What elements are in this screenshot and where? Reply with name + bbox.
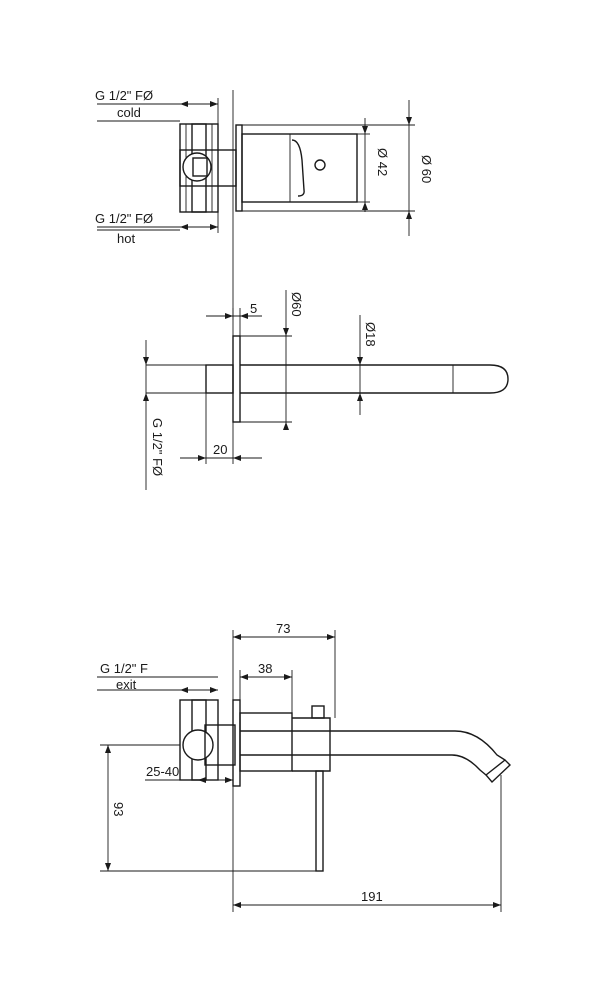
- middle-wall-plate: [232, 335, 241, 423]
- inlet-stub: [205, 364, 234, 394]
- inlet-top-label: G 1/2" FØ: [95, 88, 153, 103]
- lever-pivot: [314, 159, 326, 171]
- cartridge-core: [192, 157, 208, 177]
- spout-bottom: [240, 754, 487, 776]
- wall-plate: [235, 124, 243, 212]
- inlet-bottom-sublabel: hot: [117, 231, 135, 246]
- bottom-mixer: [292, 717, 331, 772]
- height-label: 93: [111, 802, 126, 816]
- body-length-label: 38: [258, 661, 272, 676]
- spout-top: [240, 730, 506, 761]
- body-diameter-label: Ø 42: [375, 148, 390, 176]
- spout-diameter-label: Ø18: [363, 322, 378, 347]
- lever-cap: [311, 705, 325, 719]
- outlet-sublabel: exit: [116, 677, 137, 692]
- bottom-connector: [204, 724, 236, 766]
- mixer-body: [241, 133, 358, 203]
- middle-inlet-label: G 1/2" FØ: [150, 418, 165, 476]
- bottom-wall-plate: [232, 699, 241, 787]
- total-handle-label: 73: [276, 621, 290, 636]
- body-depth-label: 20: [213, 442, 227, 457]
- outlet-label: G 1/2" F: [100, 661, 148, 676]
- middle-plate-diameter-label: Ø60: [289, 292, 304, 317]
- bottom-body: [239, 712, 293, 772]
- lever-profile: [291, 139, 305, 197]
- installation-view: 73 38 G 1/2" F exit 25-40 93 191: [97, 621, 512, 912]
- spout-pipe: [240, 364, 509, 394]
- side-view: 5 Ø60 Ø18 20 G 1/2" FØ: [143, 290, 509, 490]
- spout-tip: [484, 759, 512, 784]
- plate-diameter-label: Ø 60: [419, 155, 434, 183]
- inlet-bottom-label: G 1/2" FØ: [95, 211, 153, 226]
- bottom-cartridge: [182, 729, 214, 761]
- lever-handle: [315, 770, 324, 872]
- plate-thickness-label: 5: [250, 301, 257, 316]
- inlet-top-sublabel: cold: [117, 105, 141, 120]
- top-view: G 1/2" FØ cold G 1/2" FØ hot Ø 42 Ø 60: [95, 88, 434, 246]
- wall-range-label: 25-40: [146, 764, 179, 779]
- spout-length-label: 191: [361, 889, 383, 904]
